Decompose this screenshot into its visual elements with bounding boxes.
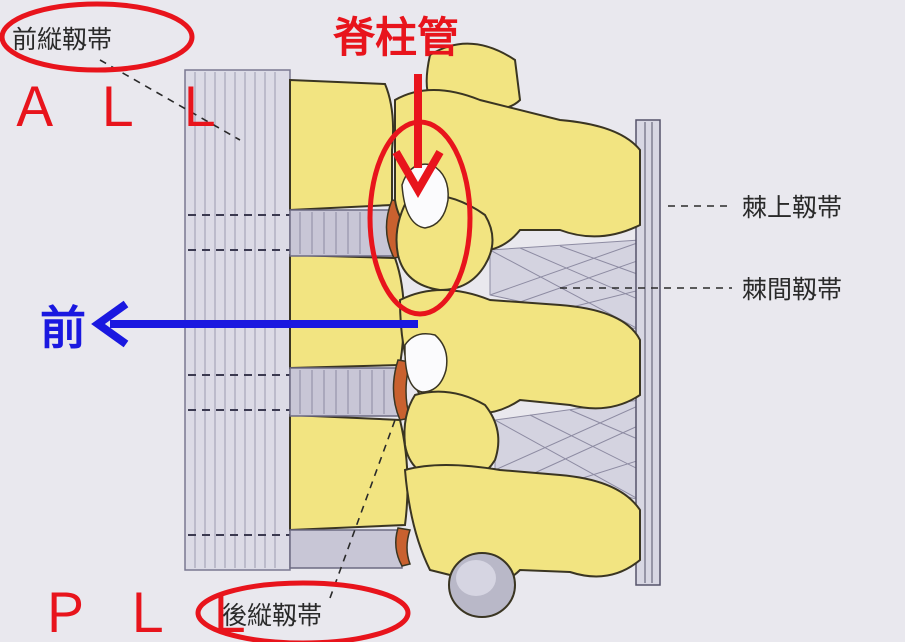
label-posterior-longitudinal-ligament: 後縦靱帯 — [222, 601, 322, 630]
leader-lines — [99, 59, 732, 599]
vertebral-body-middle — [289, 253, 405, 370]
anterior-arrow — [91, 300, 418, 348]
spinous-process-lower — [403, 464, 641, 585]
label-anterior: 前 — [40, 301, 86, 355]
label-supraspinous-ligament: 棘上靱帯 — [742, 193, 842, 222]
pll-highlight-ellipse — [195, 580, 411, 642]
process-cross-section — [448, 552, 516, 618]
all-highlight-ellipse — [0, 1, 195, 73]
vertebral-body-upper — [289, 78, 395, 212]
label-all-abbreviation: ＡＬＬ — [8, 76, 254, 139]
label-pll-abbreviation: ＰＬＬ — [38, 582, 284, 642]
intervertebral-discs — [289, 199, 411, 569]
label-interspinous-ligament: 棘間靱帯 — [742, 275, 842, 304]
vertebral-bodies — [289, 78, 409, 532]
vertebral-body-lower — [289, 413, 409, 532]
leader-line-all — [99, 59, 241, 141]
leader-line-pll — [329, 419, 396, 599]
canal-arrow — [392, 74, 444, 198]
label-spinal-canal: 脊柱管 — [333, 13, 459, 62]
label-anterior-longitudinal-ligament: 前縦靱帯 — [12, 25, 112, 54]
